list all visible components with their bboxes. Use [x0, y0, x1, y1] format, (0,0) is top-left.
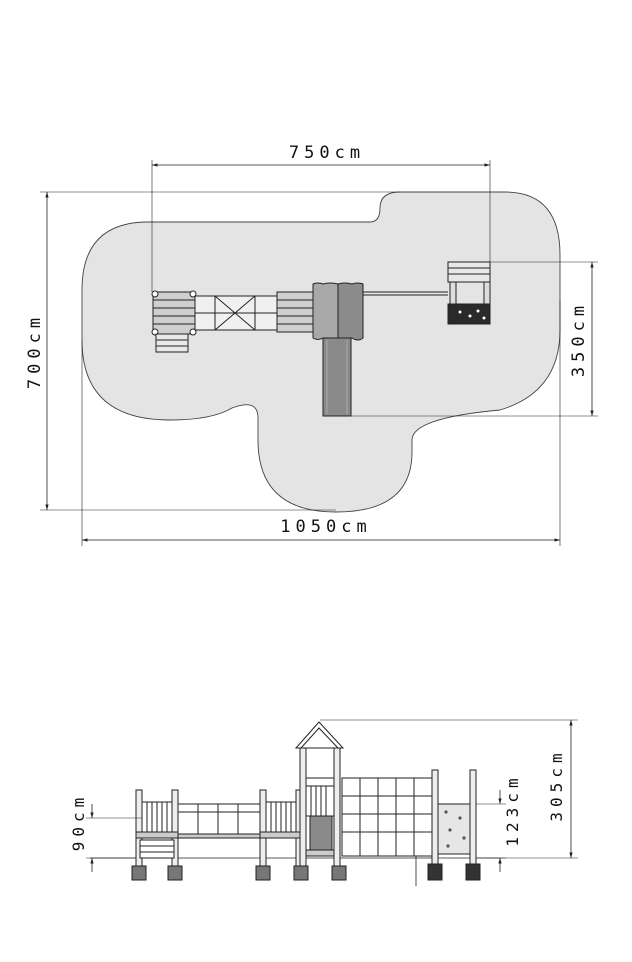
slide	[322, 337, 352, 417]
dim-123-label: 123cm	[503, 773, 522, 846]
middle-platform-elevation	[259, 789, 303, 869]
dim-90-label: 90cm	[69, 793, 88, 852]
rope-bridge	[194, 295, 278, 331]
left-tower-elevation	[135, 789, 179, 869]
dim-right-label: 350cm	[569, 301, 589, 377]
right-unit	[447, 261, 491, 325]
climbing-net	[341, 777, 433, 886]
dim-bottom-label: 1050cm	[280, 517, 371, 537]
middle-platform	[276, 291, 314, 333]
dim-left: 700cm	[25, 191, 400, 511]
dim-top-label: 750cm	[289, 143, 365, 163]
dim-123: 123cm	[476, 773, 522, 872]
dim-bottom: 1050cm	[81, 300, 561, 546]
connecting-bar	[363, 291, 448, 296]
dim-left-label: 700cm	[25, 313, 45, 389]
safety-zone	[81, 191, 561, 513]
dim-right: 350cm	[350, 261, 598, 417]
roof-tower-elevation	[294, 721, 345, 869]
dim-305: 305cm	[320, 719, 578, 859]
dim-90: 90cm	[69, 793, 142, 872]
right-wall-unit	[431, 769, 477, 867]
foundations	[131, 863, 481, 881]
elevation-view: 90cm 123cm 305cm	[69, 719, 578, 886]
left-tower	[151, 290, 197, 353]
tower-roof	[312, 282, 364, 341]
dim-top: 750cm	[151, 143, 491, 292]
dim-305-label: 305cm	[547, 748, 566, 821]
bridge-elevation	[177, 803, 261, 839]
plan-view: 750cm 700cm 350cm 1050cm	[25, 143, 598, 546]
